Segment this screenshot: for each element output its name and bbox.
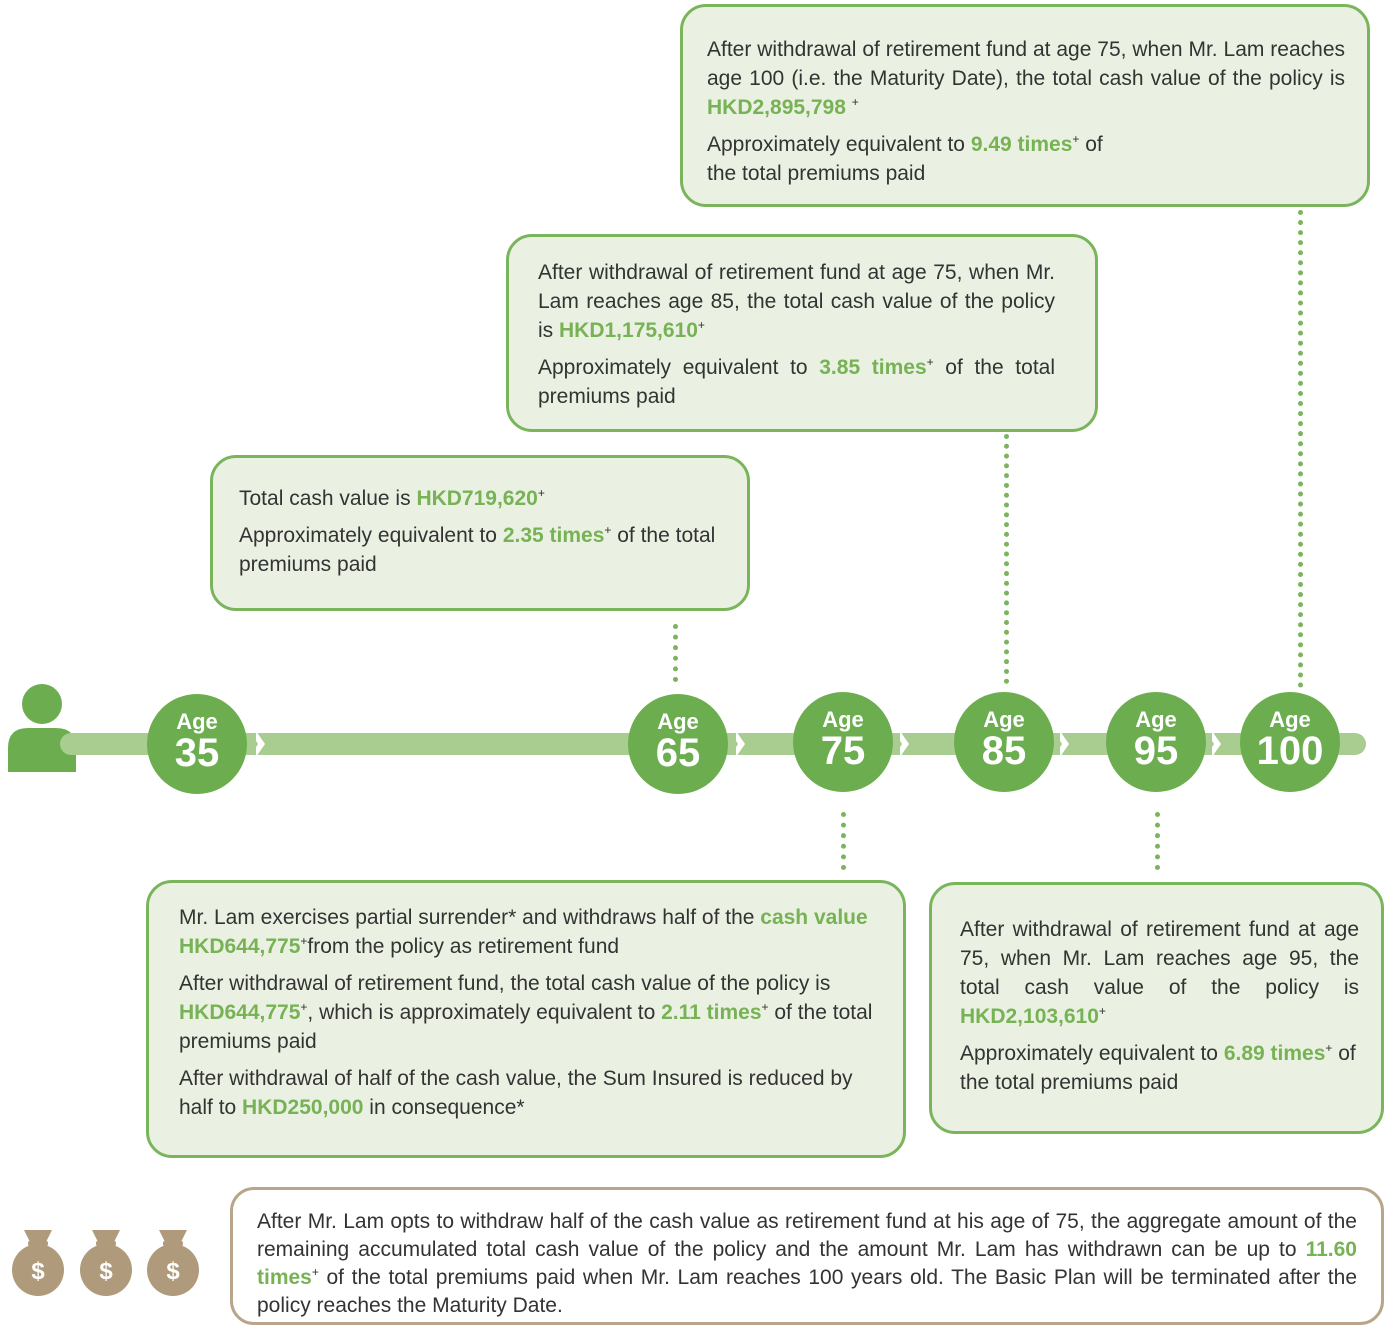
summary-text: After Mr. Lam opts to withdraw half of t… [257, 1210, 1357, 1317]
money-bag-icon: $ [12, 1230, 64, 1296]
age-label: Age [1269, 707, 1311, 732]
connector-age-100 [1298, 210, 1303, 688]
age-65-multiple-text: Approximately equivalent to 2.35 times+ … [239, 523, 716, 576]
svg-text:$: $ [99, 1258, 113, 1285]
age-65-cash-value: HKD719,620 [416, 487, 538, 510]
age-75-cash-value: HKD644,775 [179, 1001, 301, 1024]
age-100-marker: Age 100 [1240, 692, 1340, 792]
info-box-age-100: After withdrawal of retirement fund at a… [680, 4, 1370, 207]
summary-box: After Mr. Lam opts to withdraw half of t… [230, 1187, 1384, 1325]
age-100-multiple: 9.49 times [970, 133, 1073, 156]
age-85-cash-value: HKD1,175,610 [559, 319, 698, 342]
connector-age-65 [673, 624, 678, 682]
age-label: Age [822, 707, 864, 732]
age-95-multiple: 6.89 times [1223, 1042, 1326, 1065]
age-85-multiple-text: Approximately equivalent to 3.85 times+ … [538, 355, 1055, 408]
age-number: 75 [820, 729, 866, 773]
age-100-cash-value-text: After withdrawal of retirement fund at a… [707, 38, 1345, 119]
age-100-multiple-text: Approximately equivalent to 9.49 times+ … [707, 132, 1103, 185]
age-95-cash-value: HKD2,103,610 [960, 1005, 1099, 1028]
money-bag-icon: $ [147, 1230, 199, 1296]
info-box-age-95: After withdrawal of retirement fund at a… [929, 882, 1384, 1134]
age-75-cash-value-text: After withdrawal of retirement fund, the… [179, 972, 873, 1053]
connector-age-75 [841, 812, 846, 870]
svg-text:$: $ [31, 1258, 45, 1285]
age-95-multiple-text: Approximately equivalent to 6.89 times+ … [960, 1041, 1356, 1094]
timeline-arrow [732, 731, 745, 757]
age-75-withdrawal-text: Mr. Lam exercises partial surrender* and… [179, 906, 868, 958]
age-label: Age [657, 709, 699, 734]
age-number: 100 [1256, 729, 1324, 773]
age-label: Age [983, 707, 1025, 732]
age-95-cash-value-text: After withdrawal of retirement fund at a… [960, 918, 1359, 1028]
age-85-marker: Age 85 [954, 692, 1054, 792]
age-number: 95 [1133, 729, 1179, 773]
timeline-arrow [896, 731, 909, 757]
timeline-arrow [252, 731, 265, 757]
timeline-arrow [1056, 731, 1069, 757]
age-label: Age [1135, 707, 1177, 732]
age-65-cash-value-text: Total cash value is HKD719,620+ [239, 486, 545, 510]
age-65-multiple: 2.35 times [502, 524, 605, 547]
connector-age-95 [1155, 812, 1160, 870]
age-75-marker: Age 75 [793, 692, 893, 792]
age-75-sum-insured: HKD250,000 [242, 1096, 364, 1119]
age-75-multiple: 2.11 times [661, 1001, 762, 1024]
age-85-multiple: 3.85 times [819, 356, 927, 379]
age-35-marker: Age 35 [147, 694, 247, 794]
age-number: 65 [655, 731, 701, 775]
money-bag-icon: $ [80, 1230, 132, 1296]
age-65-marker: Age 65 [628, 694, 728, 794]
timeline-arrow [1208, 731, 1221, 757]
connector-age-85 [1004, 434, 1009, 684]
svg-text:$: $ [166, 1258, 180, 1285]
age-85-cash-value-text: After withdrawal of retirement fund at a… [538, 261, 1055, 342]
info-box-age-85: After withdrawal of retirement fund at a… [506, 234, 1098, 432]
age-100-cash-value: HKD2,895,798 [707, 96, 846, 119]
age-75-withdrawal-value: cash value HKD644,775 [179, 906, 868, 958]
info-box-age-65: Total cash value is HKD719,620+ Approxim… [210, 455, 750, 611]
age-number: 85 [981, 729, 1027, 773]
person-icon [8, 684, 76, 772]
age-75-sum-insured-text: After withdrawal of half of the cash val… [179, 1067, 853, 1119]
age-label: Age [176, 709, 218, 734]
age-number: 35 [174, 731, 220, 775]
summary-multiple: 11.60 times [257, 1238, 1357, 1289]
age-95-marker: Age 95 [1106, 692, 1206, 792]
info-box-age-75: Mr. Lam exercises partial surrender* and… [146, 880, 906, 1158]
